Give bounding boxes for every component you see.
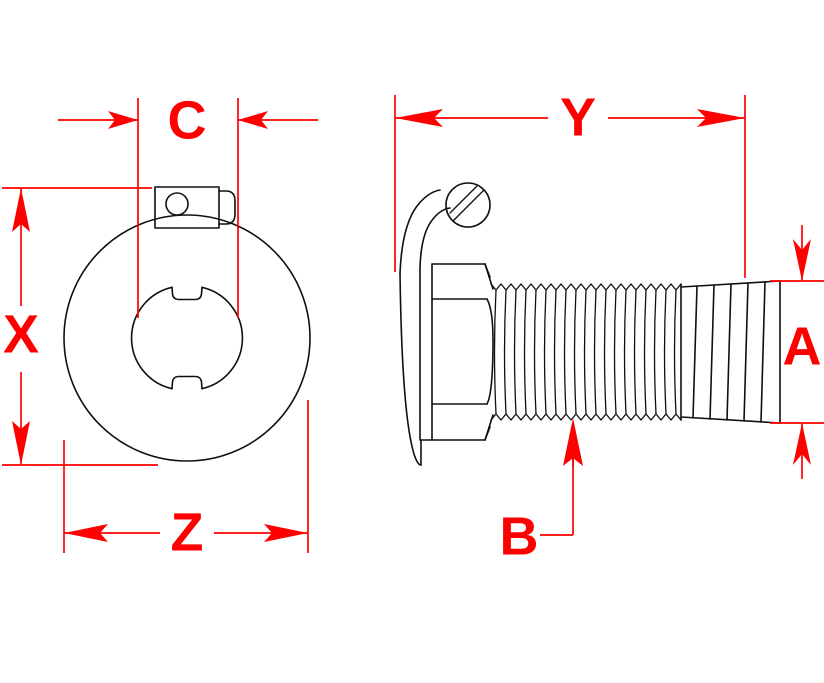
dimension-a: A <box>770 225 824 479</box>
dimension-y-label: Y <box>560 87 596 147</box>
dimension-a-label: A <box>783 316 822 376</box>
hinge-tab-hole <box>165 192 189 216</box>
dimension-c: C <box>58 90 318 318</box>
dimension-b: B <box>500 418 583 566</box>
dimension-y: Y <box>394 87 746 278</box>
bore-keyway-notch-bottom <box>171 375 203 390</box>
flange-outer-circle <box>63 214 311 462</box>
dimension-x-label: X <box>3 304 39 364</box>
hex-nut-body <box>431 263 494 441</box>
hinge-tab <box>154 186 236 229</box>
center-bore <box>130 286 244 390</box>
dimension-z: Z <box>63 400 309 562</box>
dimension-x: X <box>2 187 158 466</box>
dimension-c-label: C <box>168 90 207 150</box>
bore-keyway-notch-top <box>171 286 203 301</box>
front-view-group <box>63 186 311 462</box>
cap-flap <box>399 189 451 466</box>
threaded-shank <box>490 283 682 421</box>
dimension-b-label: B <box>500 506 539 566</box>
side-view-group <box>399 182 781 466</box>
hose-barb <box>680 280 781 424</box>
slotted-screw-head <box>445 182 491 228</box>
dimension-z-label: Z <box>171 502 204 562</box>
